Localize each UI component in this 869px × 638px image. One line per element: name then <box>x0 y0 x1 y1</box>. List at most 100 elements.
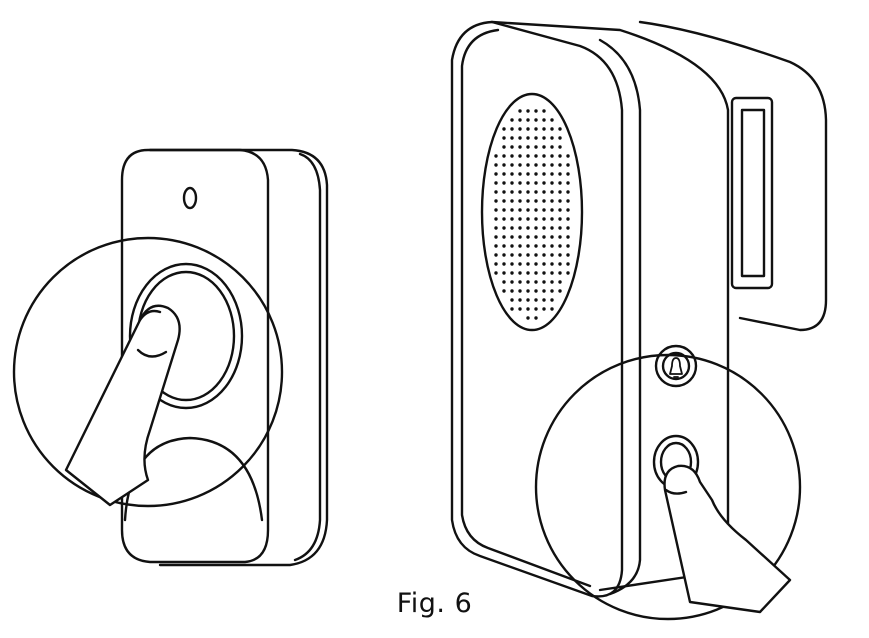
speaker-hole <box>558 190 562 194</box>
speaker-hole <box>558 136 562 140</box>
speaker-hole <box>526 253 530 257</box>
speaker-hole <box>566 244 570 248</box>
speaker-hole <box>510 235 514 239</box>
speaker-hole <box>502 208 506 212</box>
speaker-hole <box>542 145 546 149</box>
speaker-hole <box>550 127 554 131</box>
speaker-hole <box>494 262 498 266</box>
speaker-hole <box>518 244 522 248</box>
plug-slot <box>730 96 774 290</box>
speaker-hole <box>550 172 554 176</box>
speaker-hole <box>566 154 570 158</box>
speaker-hole <box>542 190 546 194</box>
speaker-hole <box>510 253 514 257</box>
speaker-hole <box>526 190 530 194</box>
speaker-hole <box>518 109 522 113</box>
speaker-hole <box>510 163 514 167</box>
speaker-hole <box>518 127 522 131</box>
figure-caption: Fig. 6 <box>396 588 473 619</box>
speaker-hole <box>550 235 554 239</box>
speaker-hole <box>494 271 498 275</box>
speaker-hole <box>526 172 530 176</box>
speaker-hole <box>558 262 562 266</box>
speaker-hole <box>558 235 562 239</box>
speaker-hole <box>534 127 538 131</box>
speaker-hole <box>510 181 514 185</box>
speaker-hole <box>510 280 514 284</box>
speaker-hole <box>494 190 498 194</box>
speaker-hole <box>502 280 506 284</box>
zoom-circle-left <box>12 236 284 508</box>
speaker-hole <box>526 154 530 158</box>
speaker-hole <box>502 235 506 239</box>
speaker-hole <box>518 190 522 194</box>
speaker-hole <box>518 163 522 167</box>
speaker-hole <box>526 235 530 239</box>
speaker-hole <box>502 244 506 248</box>
speaker-hole <box>550 271 554 275</box>
speaker-hole <box>558 181 562 185</box>
speaker-hole <box>550 145 554 149</box>
speaker-hole <box>534 154 538 158</box>
receiver-unit <box>450 20 828 621</box>
melody-button <box>654 344 698 388</box>
speaker-hole <box>558 289 562 293</box>
speaker-hole <box>566 172 570 176</box>
speaker-hole <box>494 181 498 185</box>
speaker-hole <box>550 154 554 158</box>
speaker-hole <box>510 127 514 131</box>
speaker-hole <box>526 316 530 320</box>
speaker-hole <box>550 181 554 185</box>
speaker-hole <box>542 181 546 185</box>
speaker-hole <box>518 235 522 239</box>
speaker-hole <box>518 172 522 176</box>
speaker-hole <box>566 226 570 230</box>
speaker-hole <box>510 289 514 293</box>
speaker-holes <box>494 109 570 320</box>
speaker-hole <box>526 226 530 230</box>
speaker-hole <box>534 235 538 239</box>
speaker-hole <box>510 298 514 302</box>
speaker-hole <box>566 199 570 203</box>
speaker-hole <box>510 118 514 122</box>
speaker-hole <box>518 298 522 302</box>
speaker-hole <box>510 172 514 176</box>
speaker-hole <box>518 145 522 149</box>
speaker-hole <box>502 145 506 149</box>
zoom-circle-right <box>534 353 802 621</box>
speaker-hole <box>534 181 538 185</box>
speaker-hole <box>542 235 546 239</box>
speaker-hole <box>566 163 570 167</box>
speaker-hole <box>502 253 506 257</box>
speaker-hole <box>494 217 498 221</box>
speaker-hole <box>542 271 546 275</box>
speaker-hole <box>550 199 554 203</box>
speaker-hole <box>542 109 546 113</box>
speaker-hole <box>534 298 538 302</box>
speaker-hole <box>510 154 514 158</box>
speaker-hole <box>510 136 514 140</box>
speaker-hole <box>526 145 530 149</box>
speaker-hole <box>494 253 498 257</box>
speaker-hole <box>534 136 538 140</box>
speaker-hole <box>534 109 538 113</box>
speaker-hole <box>558 217 562 221</box>
bell-icon <box>669 357 683 378</box>
melody-button-inner <box>661 351 691 381</box>
speaker-hole <box>518 271 522 275</box>
speaker-hole <box>558 154 562 158</box>
speaker-hole <box>542 298 546 302</box>
speaker-hole <box>518 208 522 212</box>
speaker-hole <box>550 262 554 266</box>
speaker-hole <box>550 163 554 167</box>
transmitter-unit <box>12 148 329 567</box>
speaker-hole <box>534 280 538 284</box>
speaker-hole <box>494 163 498 167</box>
speaker-hole <box>518 289 522 293</box>
speaker-hole <box>510 217 514 221</box>
speaker-hole <box>502 262 506 266</box>
speaker-hole <box>526 199 530 203</box>
transmitter-side-edge <box>293 152 322 562</box>
speaker-hole <box>494 208 498 212</box>
